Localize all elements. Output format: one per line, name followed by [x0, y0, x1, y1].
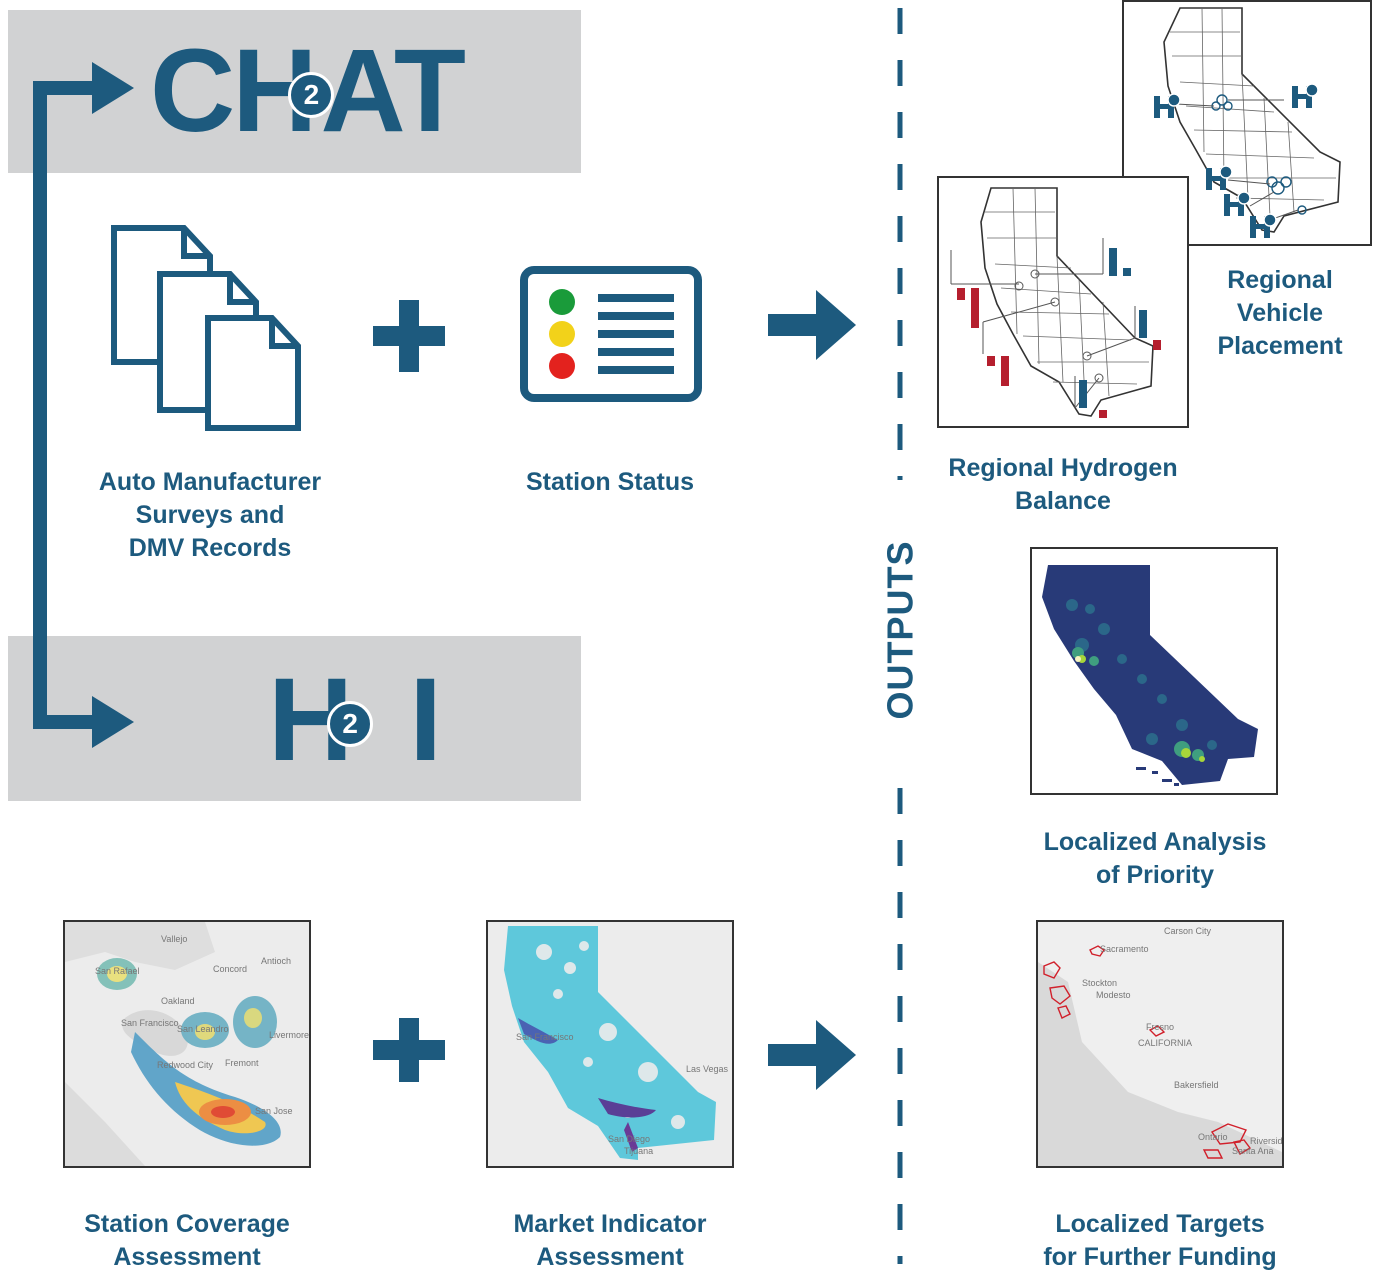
map-label: Modesto: [1096, 990, 1131, 1000]
map-label: Oakland: [161, 996, 195, 1006]
map-label: Stockton: [1082, 978, 1117, 988]
station-coverage-map: Vallejo Antioch San Rafael Concord Oakla…: [63, 920, 311, 1168]
chat-logo: CH 2 AT: [150, 25, 466, 157]
map-label: Antioch: [261, 956, 291, 966]
funding-targets-map: Carson City Sacramento Stockton Modesto …: [1036, 920, 1284, 1168]
balance-bars: [957, 248, 1161, 418]
map-label: Vallejo: [161, 934, 187, 944]
hi-logo: H 2 I: [268, 655, 442, 785]
map-label: Redwood City: [157, 1060, 214, 1070]
hi-logo-right: I: [409, 654, 443, 786]
plus-icon: [373, 1018, 445, 1082]
map-label: Riverside: [1250, 1136, 1282, 1146]
market-indicator-map: San Francisco Las Vegas San Diego Tijuan…: [486, 920, 734, 1168]
arrow-right-icon: [92, 62, 134, 114]
map-label: San Leandro: [177, 1024, 229, 1034]
map-label: Fresno: [1146, 1022, 1174, 1032]
map-label: Carson City: [1164, 926, 1212, 936]
map-label: Sacramento: [1100, 944, 1149, 954]
arrow-right-icon: [92, 696, 134, 748]
plus-icon: [373, 300, 445, 372]
input-caption-station-status: Station Status: [525, 468, 695, 496]
map-label: Tijuana: [624, 1146, 653, 1156]
document-stack-icon: [111, 225, 301, 431]
flow-connector: [33, 62, 134, 748]
priority-analysis-map: [1030, 547, 1278, 795]
map-label: San Jose: [255, 1106, 293, 1116]
map-label: Ontario: [1198, 1132, 1228, 1142]
map-label: Livermore: [269, 1030, 309, 1040]
h2-station-icon: [1154, 83, 1319, 238]
map-label: CALIFORNIA: [1138, 1038, 1192, 1048]
h2-subscript-badge: 2: [288, 72, 335, 118]
outputs-label: OUTPUTS: [878, 480, 922, 780]
map-label: San Rafael: [95, 966, 140, 976]
regional-hydrogen-balance-map: [937, 176, 1189, 428]
h2-subscript-badge: 2: [327, 701, 374, 747]
map-label: San Francisco: [516, 1032, 574, 1042]
station-status-icon: [520, 266, 702, 402]
chat-logo-right: AT: [320, 25, 466, 157]
map-label: Bakersfield: [1174, 1080, 1219, 1090]
map-label: Concord: [213, 964, 247, 974]
arrow-right-icon: [768, 290, 856, 360]
map-label: San Francisco: [121, 1018, 179, 1028]
map-label: San Diego: [608, 1134, 650, 1144]
arrow-right-icon: [768, 1020, 856, 1090]
map-label: Santa Ana: [1232, 1146, 1274, 1156]
map-label: Fremont: [225, 1058, 259, 1068]
map-label: Las Vegas: [686, 1064, 729, 1074]
